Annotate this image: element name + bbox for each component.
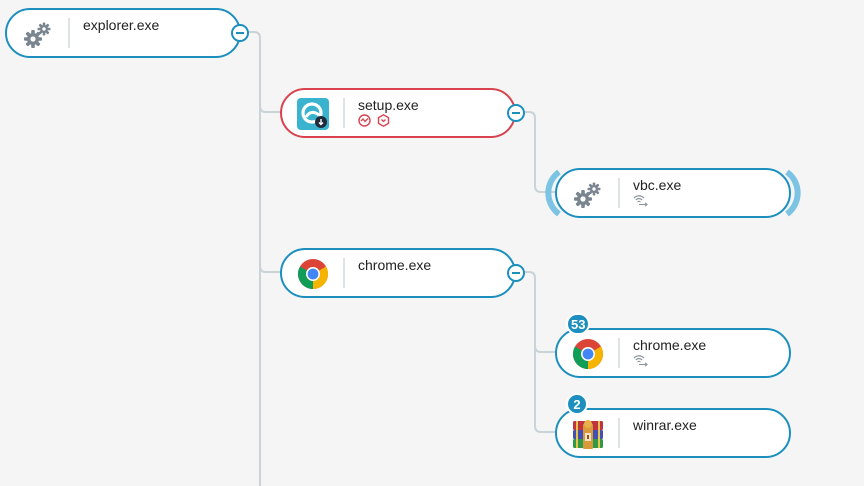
instance-count-badge: 53 xyxy=(566,313,591,335)
node-separator xyxy=(343,98,345,128)
collapse-button-explorer[interactable] xyxy=(231,24,249,42)
threat-hexagon-icon[interactable] xyxy=(377,113,390,132)
behavior-badges xyxy=(633,354,649,372)
connector-chrome-child xyxy=(534,345,556,353)
process-node-winrar[interactable]: winrar.exe xyxy=(555,408,791,458)
instance-count-badge: 2 xyxy=(566,393,588,415)
chrome-icon xyxy=(571,337,605,371)
gears-icon xyxy=(571,178,605,212)
process-name: chrome.exe xyxy=(358,257,432,273)
connector-explorer-chrome xyxy=(259,265,281,273)
connector-setup-vbc xyxy=(523,111,556,193)
process-node-explorer[interactable]: explorer.exe xyxy=(5,8,241,58)
chrome-icon xyxy=(296,257,330,291)
node-separator xyxy=(618,178,620,208)
process-name: chrome.exe xyxy=(633,337,707,353)
process-node-chrome[interactable]: chrome.exe xyxy=(280,248,516,298)
behavior-badges xyxy=(358,113,390,132)
connector-explorer-setup xyxy=(259,105,281,113)
node-separator xyxy=(618,338,620,368)
process-node-vbc[interactable]: vbc.exe xyxy=(555,168,791,218)
setup-installer-icon xyxy=(296,97,330,131)
highlight-halo xyxy=(545,169,801,217)
process-name: explorer.exe xyxy=(83,17,160,33)
process-node-setup[interactable]: setup.exe xyxy=(280,88,516,138)
activity-alert-icon[interactable] xyxy=(358,114,371,132)
process-node-chrome-child[interactable]: chrome.exe xyxy=(555,328,791,378)
node-separator xyxy=(343,258,345,288)
process-name: winrar.exe xyxy=(633,417,697,433)
connector-explorer-trunk xyxy=(247,31,261,486)
process-name: vbc.exe xyxy=(633,177,682,193)
node-separator xyxy=(68,18,70,48)
collapse-button-setup[interactable] xyxy=(507,104,525,122)
node-separator xyxy=(618,418,620,448)
winrar-icon xyxy=(571,417,605,451)
behavior-badges xyxy=(633,194,649,212)
network-connection-icon[interactable] xyxy=(633,194,649,212)
process-name: setup.exe xyxy=(358,97,419,113)
connector-chrome-trunk xyxy=(523,271,556,433)
network-connection-icon[interactable] xyxy=(633,354,649,372)
collapse-button-chrome[interactable] xyxy=(507,264,525,282)
gears-icon xyxy=(21,18,55,52)
